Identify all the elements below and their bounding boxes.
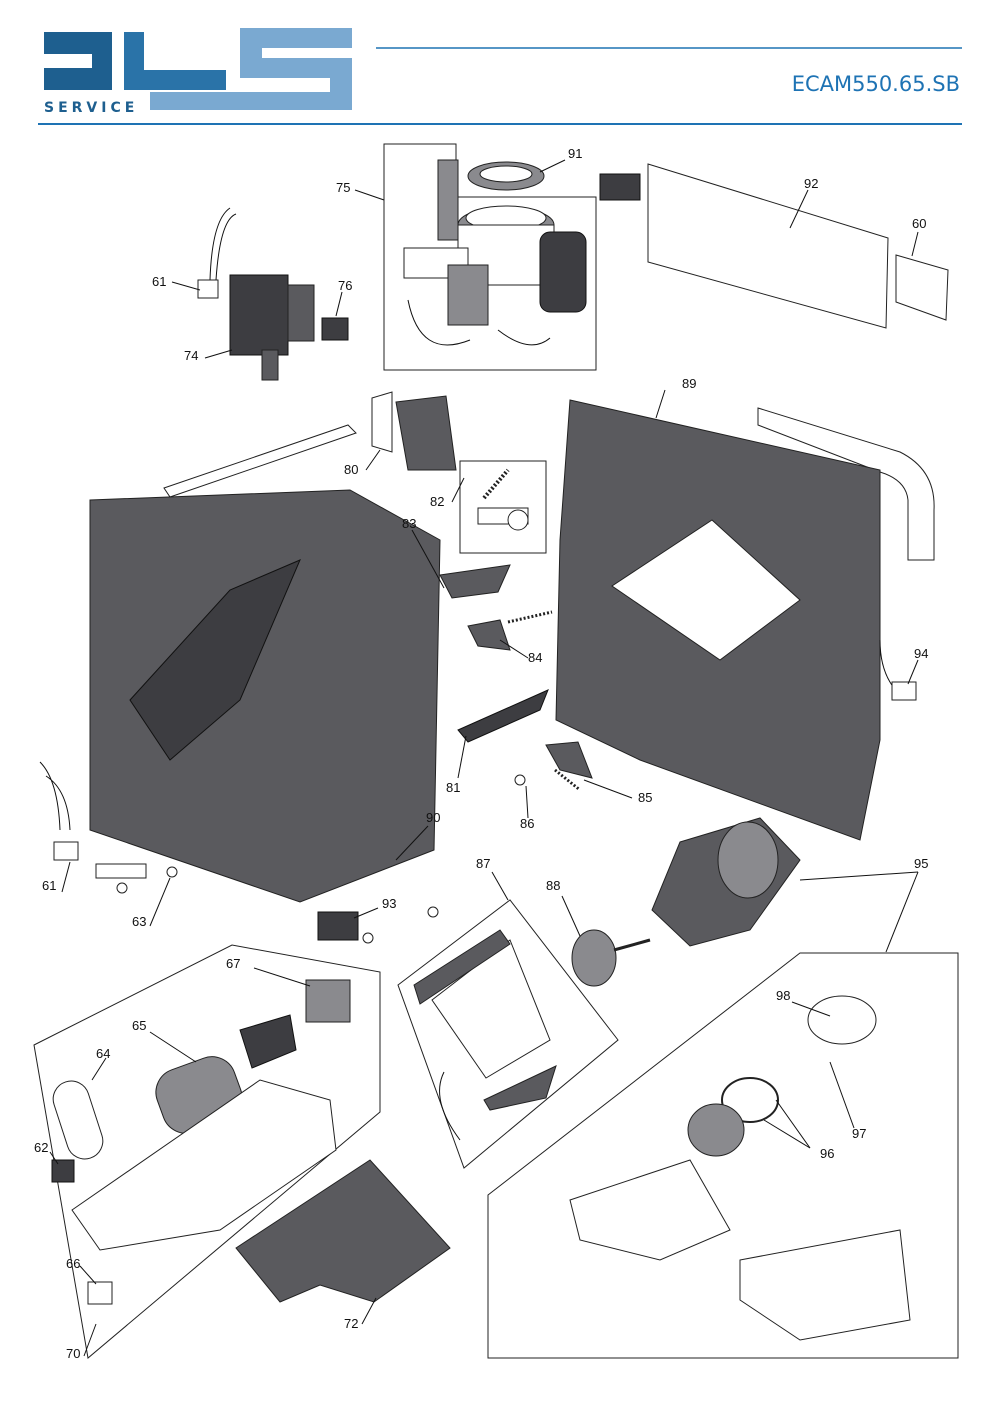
callout-82: 82 (430, 494, 444, 509)
nut-63a (116, 882, 128, 894)
callout-86: 86 (520, 816, 534, 831)
callout-66: 66 (66, 1256, 80, 1271)
callout-81: 81 (446, 780, 460, 795)
callout-93: 93 (382, 896, 396, 911)
plate-63 (95, 863, 147, 879)
gasket-ring (467, 161, 545, 191)
chassis-left (89, 489, 441, 903)
callout-91: 91 (568, 146, 582, 161)
callout-75: 75 (336, 180, 350, 195)
block-93 (317, 911, 359, 941)
spring-85 (554, 768, 581, 792)
callout-92: 92 (804, 176, 818, 191)
trim-strip-right (757, 407, 935, 561)
logo-service-text: SERVICE (44, 100, 138, 116)
brew-unit (651, 817, 801, 947)
connector-62 (51, 1159, 75, 1183)
nut-93a (427, 906, 439, 918)
grinder-assembly (403, 159, 587, 346)
callout-72: 72 (344, 1316, 358, 1331)
connector-board (371, 391, 457, 471)
callout-90: 90 (426, 810, 440, 825)
callout-95: 95 (914, 856, 928, 871)
callout-61-bottom: 61 (42, 878, 56, 893)
callout-80: 80 (344, 462, 358, 477)
brew-kit-parts (569, 995, 911, 1341)
callout-98: 98 (776, 988, 790, 1003)
nut-63b (166, 866, 178, 878)
callout-96: 96 (820, 1146, 834, 1161)
belt-64 (52, 1080, 104, 1160)
piston-88 (571, 929, 651, 987)
callout-87: 87 (476, 856, 490, 871)
rail-87 (413, 929, 511, 1005)
microswitch-66 (87, 1281, 113, 1305)
slider-81 (457, 689, 549, 743)
trim-strip-left (163, 424, 357, 498)
callout-70: 70 (66, 1346, 80, 1361)
callout-63: 63 (132, 914, 146, 929)
washer-86 (514, 774, 526, 786)
lever-83 (439, 564, 511, 599)
screw-long (507, 610, 553, 624)
lever-84 (467, 619, 511, 651)
callout-97: 97 (852, 1126, 866, 1141)
lever-85 (545, 741, 593, 779)
callout-64: 64 (96, 1046, 110, 1061)
spring-detail (477, 468, 529, 531)
collar-65 (239, 1014, 297, 1069)
switch-block (197, 207, 315, 381)
chassis-left-ribs (129, 559, 301, 761)
microswitch (321, 317, 349, 341)
lever-87 (483, 1065, 557, 1111)
callout-88: 88 (546, 878, 560, 893)
cable-61 (39, 761, 79, 861)
chassis-right-opening (611, 519, 801, 661)
nut-93b (362, 932, 374, 944)
spring-detail-frame (459, 460, 547, 554)
cover-67 (305, 979, 351, 1023)
callout-85: 85 (638, 790, 652, 805)
control-board (599, 163, 889, 329)
callout-60: 60 (912, 216, 926, 231)
callout-67: 67 (226, 956, 240, 971)
gearbox-70 (71, 1079, 337, 1251)
callout-76: 76 (338, 278, 352, 293)
callout-62: 62 (34, 1140, 48, 1155)
sensor-94 (879, 639, 917, 701)
callout-84: 84 (528, 650, 542, 665)
grinder-detail-frame (383, 143, 597, 371)
small-board (895, 254, 949, 321)
motor-kit-frame (33, 944, 381, 1359)
tube-87 (439, 1071, 461, 1141)
dls-logo: SERVICE (44, 28, 352, 116)
callout-83: 83 (402, 516, 416, 531)
callout-74: 74 (184, 348, 198, 363)
brew-unit-kit-frame (487, 952, 959, 1359)
support-87 (431, 939, 551, 1079)
leader-lines (49, 159, 919, 1357)
callout-labels: 91 75 92 60 61 76 74 80 82 89 83 84 81 8… (34, 146, 928, 1361)
callout-89: 89 (682, 376, 696, 391)
callout-61-top: 61 (152, 274, 166, 289)
callout-94: 94 (914, 646, 928, 661)
model-number: ECAM550.65.SB (791, 72, 960, 96)
callout-65: 65 (132, 1018, 146, 1033)
